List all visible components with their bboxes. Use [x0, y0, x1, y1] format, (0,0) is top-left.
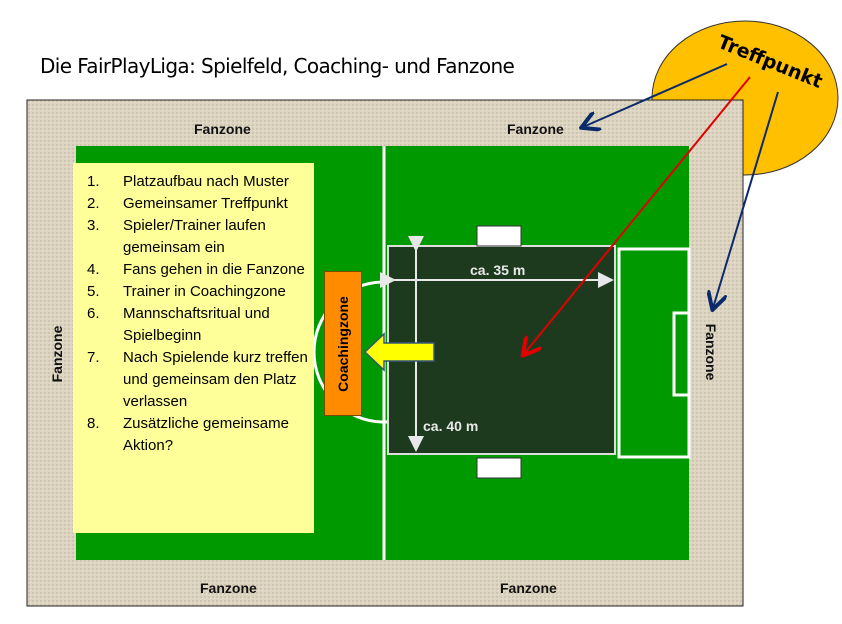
list-item: 2. Gemeinsamer Treffpunkt — [87, 193, 308, 215]
page-title: Die FairPlayLiga: Spielfeld, Coaching- u… — [40, 54, 515, 78]
list-item: 1. Platzaufbau nach Muster — [87, 171, 308, 193]
list-item: 8. Zusätzliche gemeinsame Aktion? — [87, 413, 308, 457]
goal-top — [476, 225, 522, 247]
list-item: 7. Nach Spielende kurz treffen und gemein… — [87, 347, 308, 413]
step-text: Gemeinsamer Treffpunkt — [123, 195, 288, 212]
list-item: 6. Mannschaftsritual und Spielbeginn — [87, 303, 308, 347]
goal-bottom — [476, 457, 522, 479]
step-number: 5. — [87, 283, 100, 300]
step-number: 2. — [87, 195, 100, 212]
fanzone-bottom-right: Fanzone — [500, 580, 557, 596]
step-number: 8. — [87, 415, 100, 432]
step-number: 6. — [87, 305, 100, 322]
step-text: Trainer in Coachingzone — [123, 283, 286, 300]
fanzone-right: Fanzone — [703, 323, 719, 381]
list-item: 5. Trainer in Coachingzone — [87, 281, 308, 303]
step-text: Nach Spielende kurz treffen und gemeinsa… — [123, 349, 308, 410]
fanzone-top-left: Fanzone — [194, 121, 251, 137]
yellow-arrow — [363, 332, 435, 372]
list-item: 3. Spieler/Trainer laufen gemeinsam ein — [87, 215, 308, 259]
arrow-to-fanzone-right — [713, 91, 779, 308]
arrow-to-fanzone-top — [583, 63, 728, 127]
step-text: Spieler/Trainer laufen gemeinsam ein — [123, 217, 266, 256]
step-number: 7. — [87, 349, 100, 366]
fanzone-top-right: Fanzone — [507, 121, 564, 137]
step-number: 1. — [87, 173, 100, 190]
step-number: 4. — [87, 261, 100, 278]
fanzone-bottom-left: Fanzone — [200, 580, 257, 596]
step-number: 3. — [87, 217, 100, 234]
goal-area — [672, 311, 691, 397]
steps-list: 1. Platzaufbau nach Muster 2. Gemeinsamer … — [73, 163, 314, 533]
fanzone-left: Fanzone — [49, 325, 65, 383]
length-label: ca. 40 m — [423, 418, 479, 434]
step-text: Mannschaftsritual und Spielbeginn — [123, 305, 270, 344]
step-text: Zusätzliche gemeinsame Aktion? — [123, 415, 289, 454]
coaching-zone: Coachingzone — [324, 271, 362, 416]
width-label: ca. 35 m — [470, 262, 526, 278]
arrow-to-field — [524, 76, 751, 354]
list-item: 4. Fans gehen in die Fanzone — [87, 259, 308, 281]
step-text: Platzaufbau nach Muster — [123, 173, 289, 190]
step-text: Fans gehen in die Fanzone — [123, 261, 305, 278]
coaching-zone-label: Coachingzone — [335, 295, 351, 392]
